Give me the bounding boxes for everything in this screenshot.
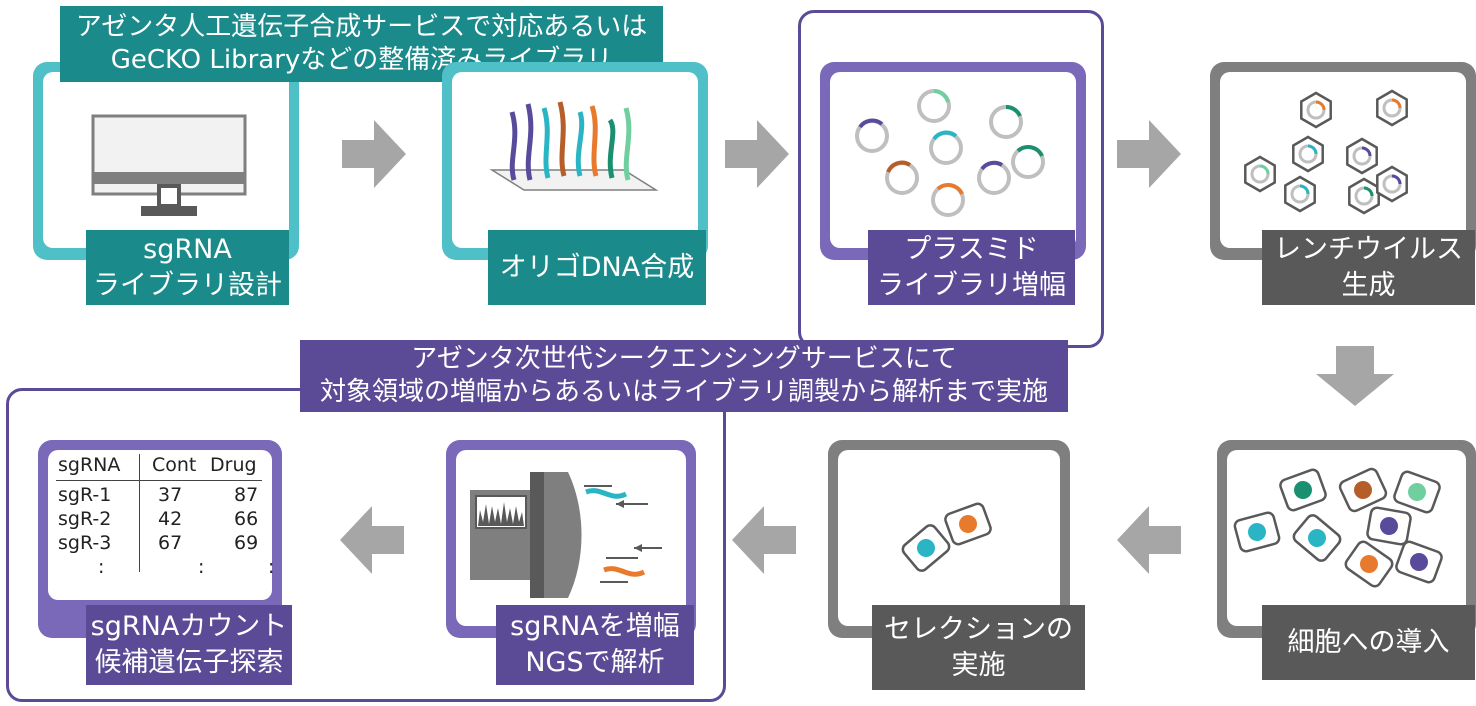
table-cell: 37 (158, 484, 183, 506)
oligo-array-icon (489, 101, 659, 191)
cell (1366, 506, 1412, 546)
table-cell: sgR-2 (58, 508, 112, 530)
plasmid-icon (855, 89, 1045, 217)
cell (944, 502, 992, 546)
arrow-icon (1316, 346, 1394, 406)
table-cell: : (198, 556, 205, 578)
arrow-icon (1117, 120, 1181, 188)
cell (901, 524, 951, 572)
table-cell: 66 (234, 508, 259, 530)
arrow-icon (732, 506, 796, 574)
virus-particle (1244, 155, 1276, 193)
oligo-card (442, 62, 708, 260)
lentivirus-card (1210, 62, 1476, 260)
arrow-icon (1117, 506, 1181, 574)
lentivirus-icon (1244, 89, 1408, 215)
table-divider (139, 454, 140, 572)
arrow-icon (342, 120, 406, 188)
cell (1338, 467, 1388, 513)
selection-card (828, 440, 1070, 638)
table-cell: 42 (158, 508, 183, 530)
count-label: sgRNAカウント 候補遺伝子探索 (86, 605, 292, 685)
oligo-label: オリゴDNA合成 (488, 230, 706, 305)
arrow-icon (340, 506, 404, 574)
table-cell: sgR-1 (58, 484, 112, 506)
table-header: Drug (210, 454, 257, 476)
plasmid-card (820, 62, 1086, 260)
cell (1279, 468, 1327, 512)
table-header: Cont (152, 454, 197, 476)
cell (1395, 540, 1443, 584)
arrow-icon (725, 120, 789, 188)
design-label: sgRNA ライブラリ設計 (86, 230, 289, 305)
table-cell: 69 (234, 532, 259, 554)
table-cell: : (268, 556, 275, 578)
table-cell: : (98, 556, 105, 578)
cell-icon (901, 502, 992, 572)
virus-particle (1346, 137, 1378, 175)
table-cell: 67 (158, 532, 183, 554)
virus-particle (1292, 135, 1324, 173)
plasmid-label: プラスミド ライブラリ増幅 (868, 230, 1075, 305)
table-cell: sgR-3 (58, 532, 112, 554)
table-header: sgRNA (58, 454, 121, 476)
table-cell: 87 (234, 484, 259, 506)
cell-icon (1233, 467, 1443, 588)
ngs-label: sgRNAを増幅 NGSで解析 (496, 605, 694, 685)
design-card (33, 62, 299, 260)
count-table: sgRNA Cont Drug sgR-1 37 87 sgR-2 42 66 … (48, 450, 275, 600)
virus-particle (1376, 165, 1408, 203)
virus-particle (1348, 177, 1380, 215)
cell (1393, 470, 1441, 514)
selection-label: セレクションの 実施 (872, 605, 1085, 690)
sequencer-icon (470, 472, 662, 598)
monitor-icon (91, 114, 247, 216)
cell (1233, 511, 1281, 553)
middle-banner: アゼンタ次世代シークエンシングサービスにて 対象領域の増幅からあるいはライブラリ… (300, 340, 1068, 412)
lentivirus-label: レンチウイルス 生成 (1262, 230, 1475, 305)
transduction-label: 細胞への導入 (1262, 605, 1475, 680)
virus-particle (1376, 89, 1408, 127)
virus-particle (1300, 91, 1332, 129)
cell (1344, 540, 1394, 588)
cell (1292, 514, 1342, 562)
virus-particle (1284, 175, 1316, 213)
table-divider (56, 480, 262, 481)
